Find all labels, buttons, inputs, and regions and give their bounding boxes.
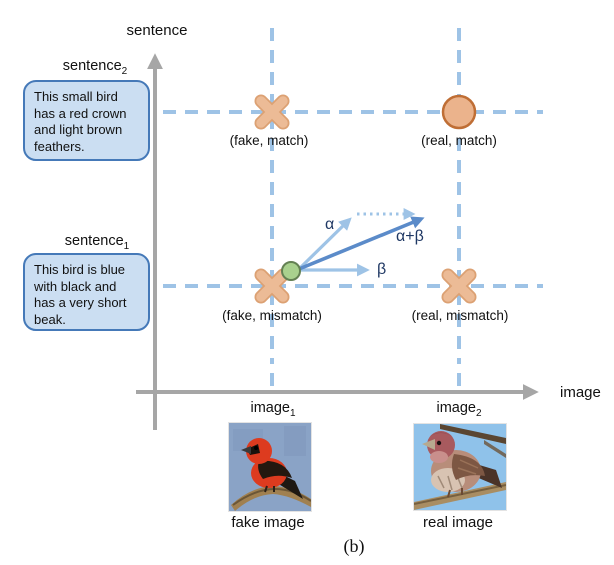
- alpha-label: α: [325, 216, 335, 233]
- sentence1-tick-label: sentence1: [64, 233, 130, 252]
- beta-label: β: [377, 261, 387, 278]
- real-image-caption: real image: [422, 514, 494, 531]
- real-bird-image: [413, 423, 507, 511]
- alpha-plus-beta-vector: [298, 216, 425, 271]
- origin-dot: [281, 261, 301, 281]
- sentence1-text-box: This bird is blue with black and has a v…: [23, 253, 150, 331]
- real-mismatch-label: (real, mismatch): [411, 308, 509, 323]
- marker-fake-match-cross: [254, 94, 290, 130]
- fake-match-label: (fake, match): [229, 133, 309, 148]
- sentence2-text-box: This small bird has a red crown and ligh…: [23, 80, 150, 161]
- marker-fake-mismatch-cross: [254, 268, 290, 304]
- marker-real-mismatch-cross: [441, 268, 477, 304]
- image1-tick-label: image1: [250, 400, 296, 419]
- fake-bird-image: [228, 422, 312, 512]
- alpha-plus-beta-label: α+β: [396, 228, 424, 245]
- fake-mismatch-label: (fake, mismatch): [222, 308, 322, 323]
- alpha-vector: [298, 217, 352, 270]
- image2-tick-label: image2: [436, 400, 482, 419]
- figure-caption: (b): [343, 536, 365, 556]
- real-match-label: (real, match): [421, 133, 497, 148]
- x-axis-title: image: [560, 384, 601, 401]
- sentence2-tick-label: sentence2: [62, 58, 128, 77]
- marker-real-match-circle: [441, 94, 477, 130]
- fake-image-caption: fake image: [231, 514, 305, 531]
- y-axis-title: sentence: [126, 22, 188, 39]
